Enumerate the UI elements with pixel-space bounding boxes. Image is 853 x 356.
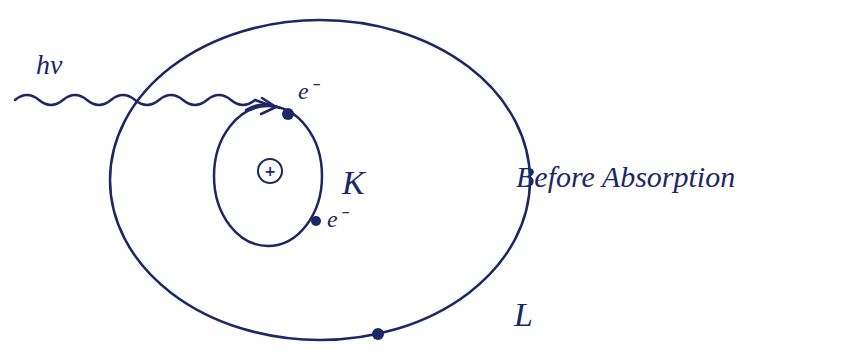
shell-label: L (514, 296, 533, 333)
nucleus: + (257, 158, 283, 184)
l-electron (372, 328, 384, 340)
electron-label: e⁻ (327, 206, 346, 232)
l-shell (110, 20, 530, 340)
state-label: Before Absorption (516, 160, 735, 193)
charge-sign: + (264, 164, 276, 178)
k-electron (311, 216, 321, 226)
small-arc (246, 104, 280, 110)
k-electron (282, 108, 294, 120)
photon-label: hν (36, 50, 62, 81)
k-shell (214, 106, 322, 246)
photon-wave (15, 95, 272, 106)
shell-label: K (342, 164, 365, 201)
electron-label: e⁻ (298, 78, 317, 104)
